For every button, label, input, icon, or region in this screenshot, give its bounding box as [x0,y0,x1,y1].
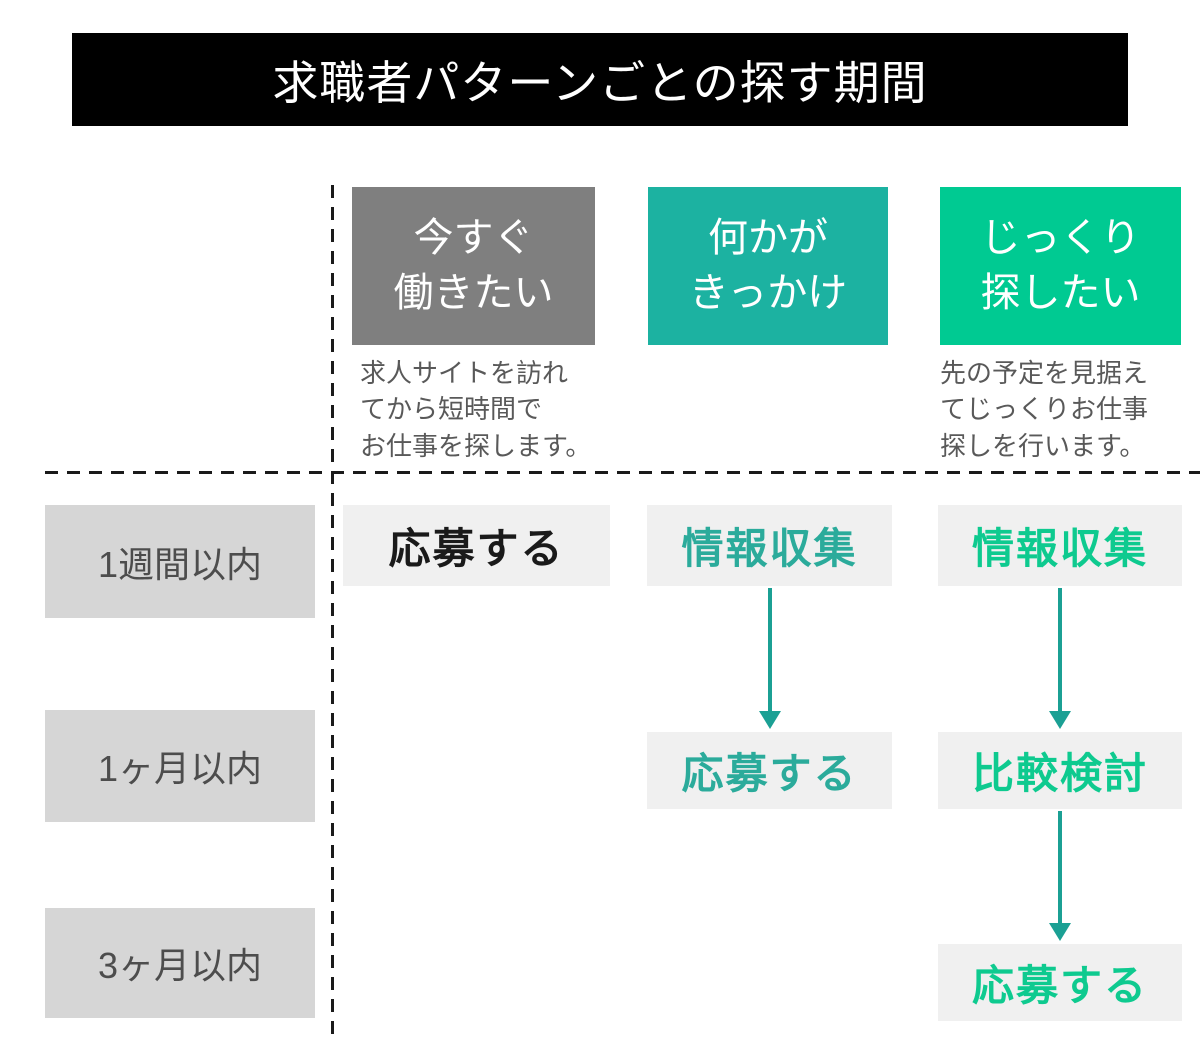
arrow-down-icon [1049,811,1071,941]
arrow-shaft [1058,588,1062,714]
horizontal-dashed-divider [45,471,1200,474]
arrow-shaft [1058,811,1062,926]
column-header-trigger: 何かが きっかけ [648,187,888,345]
arrow-down-icon [759,588,781,729]
row-label-within-1-month: 1ヶ月以内 [45,710,315,822]
title-banner: 求職者パターンごとの探す期間 [72,33,1128,126]
column-header-search-slowly: じっくり 探したい [940,187,1181,345]
arrow-head [1049,711,1071,729]
arrow-head [1049,923,1071,941]
cell-compare-slow-month: 比較検討 [938,732,1182,809]
column-description-work-now: 求人サイトを訪れ てから短時間で お仕事を探します。 [360,358,592,461]
column-description-search-slowly: 先の予定を見据え てじっくりお仕事 探しを行います。 [940,358,1149,461]
vertical-dashed-divider [331,185,334,1038]
cell-apply-trigger-month: 応募する [647,732,892,809]
row-label-within-1-week: 1週間以内 [45,505,315,618]
column-header-work-now: 今すぐ 働きたい [352,187,595,345]
cell-apply-slow-3months: 応募する [938,944,1182,1021]
arrow-down-icon [1049,588,1071,729]
row-label-within-3-months: 3ヶ月以内 [45,908,315,1018]
cell-gather-info-slow-week: 情報収集 [938,505,1182,586]
cell-gather-info-trigger-week: 情報収集 [647,505,892,586]
arrow-shaft [768,588,772,714]
page-title: 求職者パターンごとの探す期間 [272,56,928,109]
cell-apply-now-week: 応募する [343,505,610,586]
arrow-head [759,711,781,729]
